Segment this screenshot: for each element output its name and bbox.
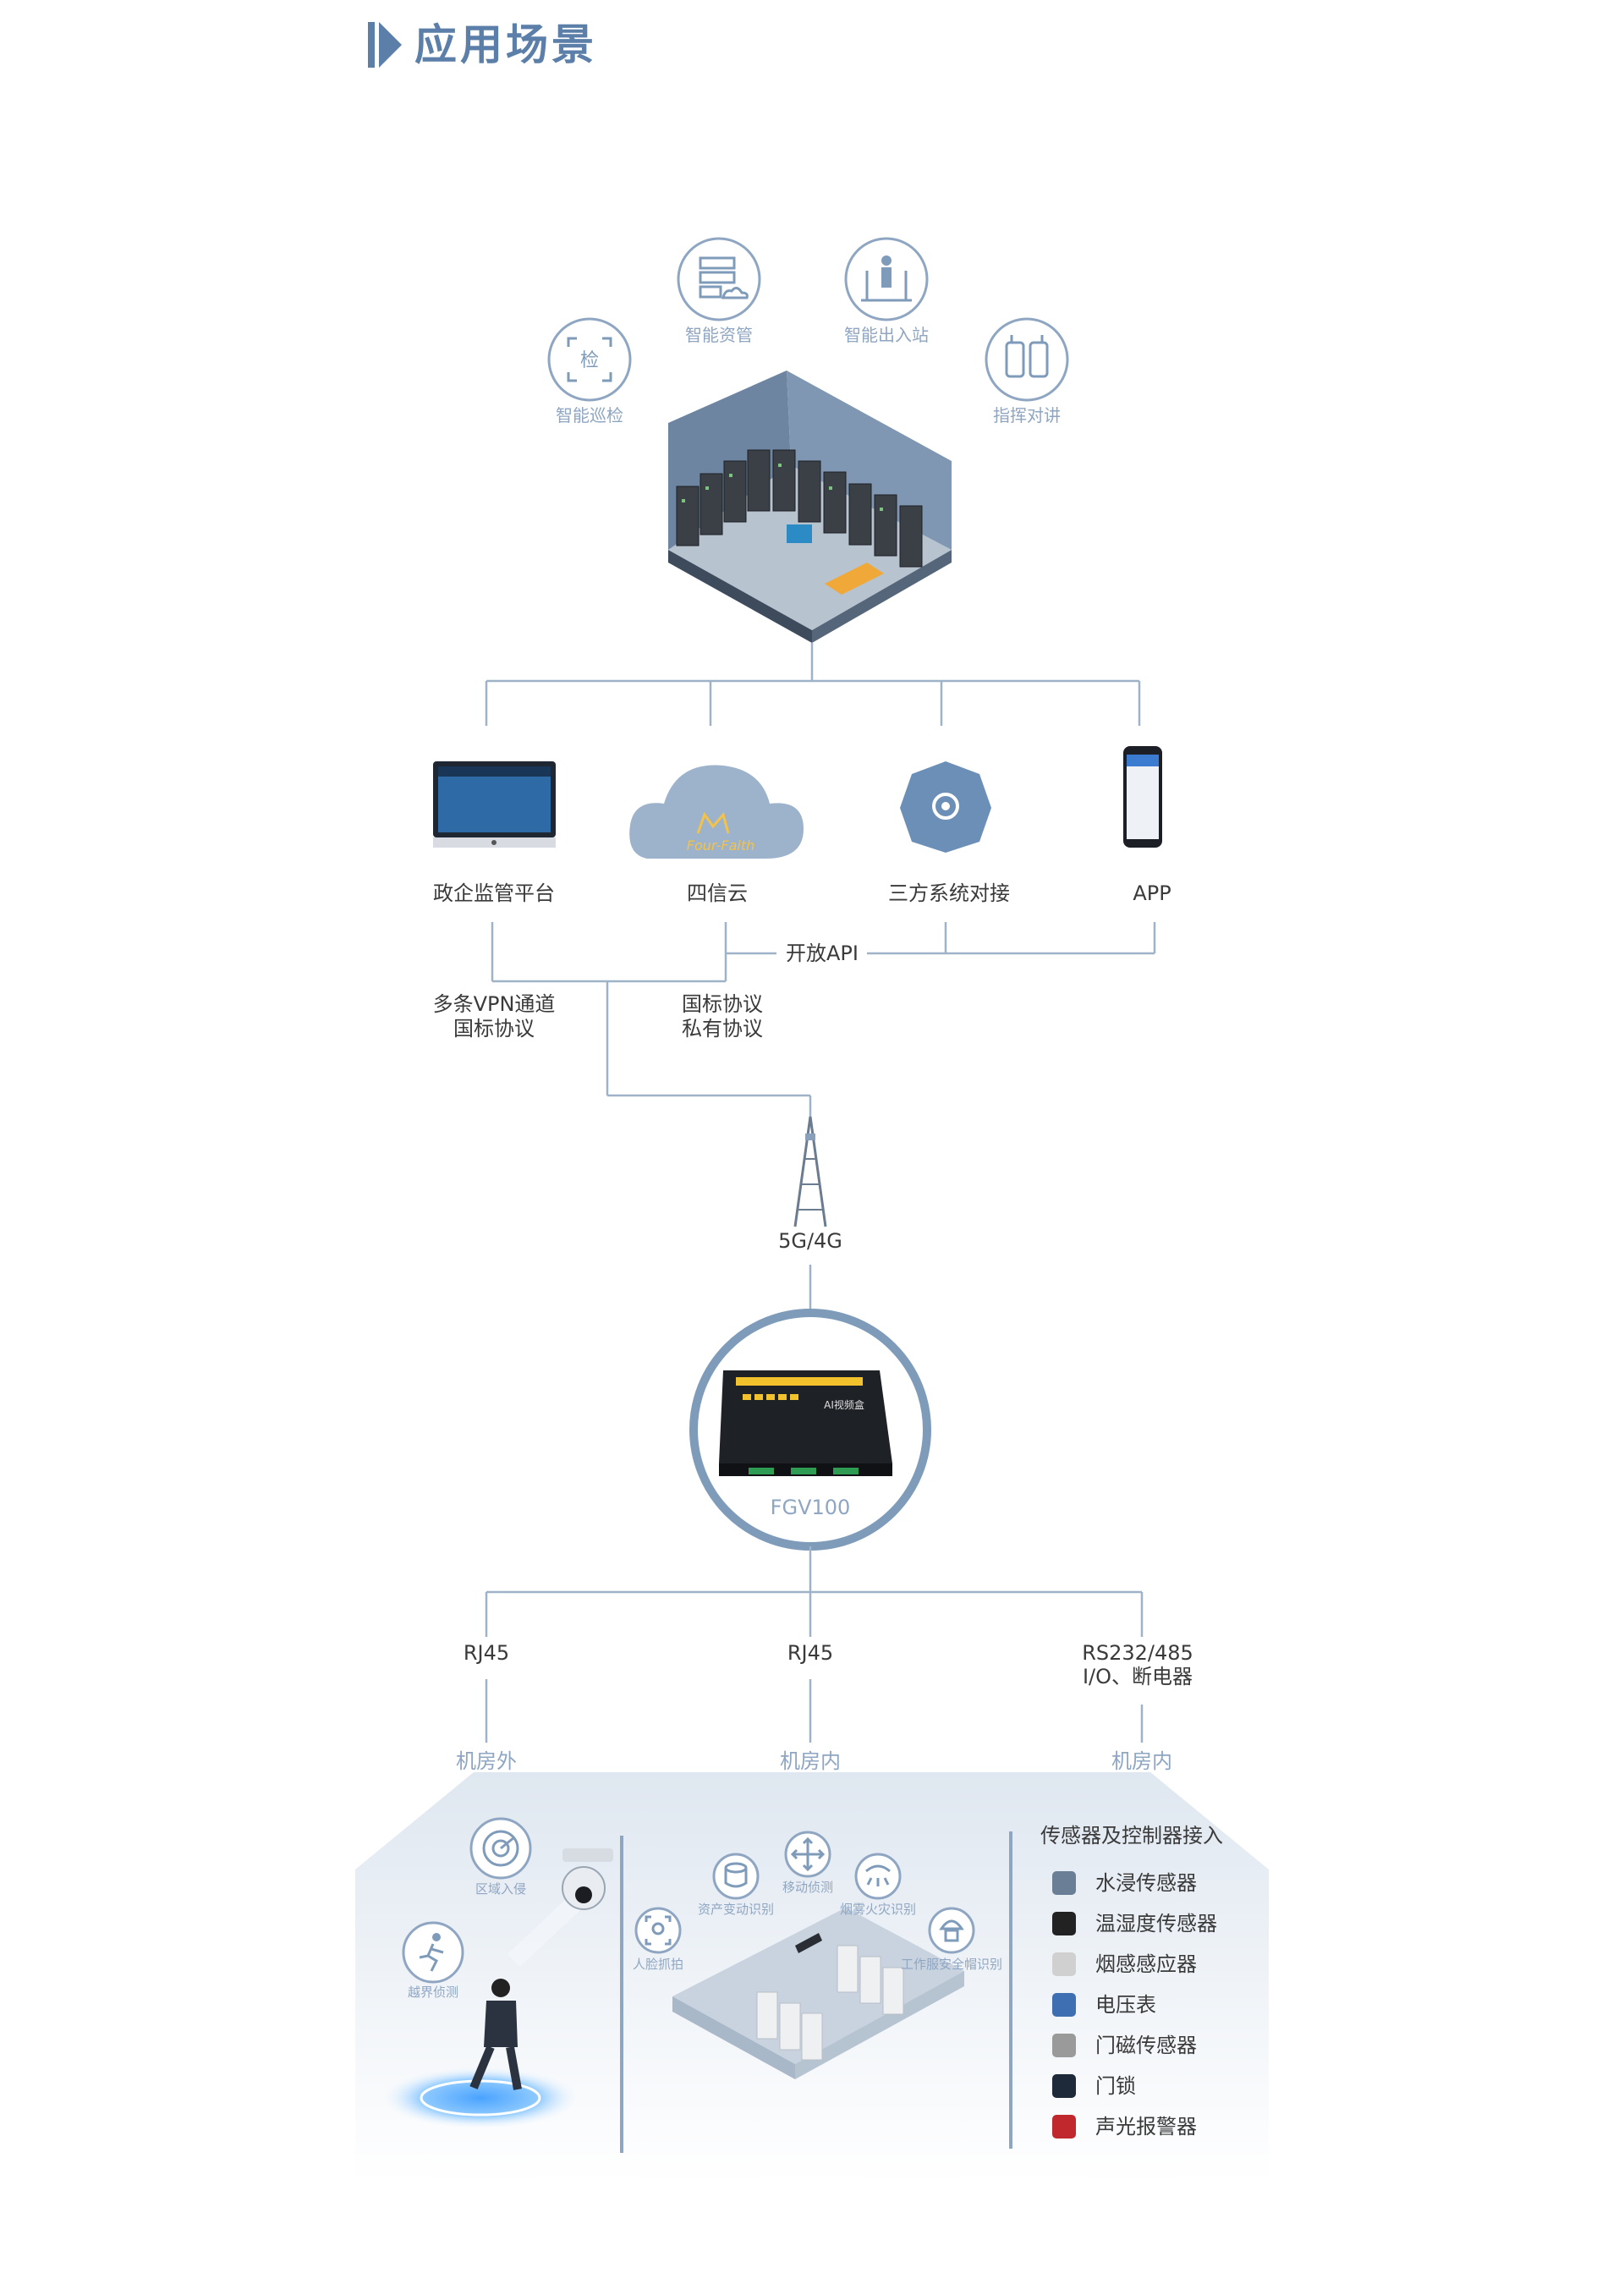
device-fgv100: AI视频盒 FGV100 bbox=[689, 1309, 931, 1551]
feature-label: 越界侦测 bbox=[408, 1985, 458, 2000]
service-xunjian: 检 智能巡检 bbox=[547, 317, 632, 426]
platform-monitor: 政企监管平台 bbox=[433, 761, 556, 905]
face-icon bbox=[634, 1907, 682, 1954]
sensor-icon bbox=[1052, 1993, 1076, 2017]
page-title: 应用场景 bbox=[414, 20, 597, 69]
room-camera-icon bbox=[795, 1933, 822, 1953]
server-cloud-icon bbox=[677, 237, 761, 321]
sensor-label: 门锁 bbox=[1095, 2074, 1136, 2098]
service-label: 智能资管 bbox=[685, 325, 753, 345]
sensor-label: 声光报警器 bbox=[1095, 2115, 1197, 2139]
header-bar-icon bbox=[368, 22, 375, 68]
service-label: 智能巡检 bbox=[556, 405, 623, 426]
sensor-icon bbox=[1052, 2034, 1076, 2057]
connection-label-2: I/O、断电器 bbox=[1083, 1665, 1193, 1688]
connection-label: RJ45 bbox=[787, 1641, 833, 1665]
sensor-icon bbox=[1052, 1871, 1076, 1895]
feature-label: 烟雾火灾识别 bbox=[840, 1902, 916, 1917]
sensor-item: 烟感感应器 bbox=[1052, 1952, 1197, 1976]
database-icon bbox=[712, 1853, 760, 1900]
sensor-label: 烟感感应器 bbox=[1095, 1952, 1197, 1976]
cloud-icon bbox=[629, 765, 804, 859]
header-arrow-icon bbox=[379, 22, 402, 68]
sensor-title: 传感器及控制器接入 bbox=[1040, 1824, 1223, 1848]
feature-label: 区域入侵 bbox=[475, 1881, 526, 1897]
sensor-label: 温湿度传感器 bbox=[1095, 1912, 1217, 1935]
zone-label: 机房内 bbox=[780, 1749, 841, 1773]
open-api-label: 开放API bbox=[786, 942, 859, 965]
vpn-label-1: 多条VPN通道 bbox=[433, 992, 556, 1016]
cloud-logo: Four-Faith bbox=[687, 837, 754, 854]
bottom-bus bbox=[485, 1546, 1144, 1743]
service-zhizhi: 智能资管 bbox=[677, 237, 761, 345]
sensor-panel: 传感器及控制器接入 水浸传感器温湿度传感器烟感感应器电压表门磁传感器门锁声光报警… bbox=[1040, 1824, 1223, 2139]
protocol-label-1: 国标协议 bbox=[682, 992, 763, 1016]
zone-label: 机房外 bbox=[456, 1749, 517, 1773]
sensor-label: 门磁传感器 bbox=[1095, 2034, 1197, 2057]
sensor-icon bbox=[1052, 2115, 1076, 2139]
service-label: 指挥对讲 bbox=[993, 405, 1061, 426]
platform-label: 四信云 bbox=[687, 881, 748, 905]
sensor-item: 声光报警器 bbox=[1052, 2115, 1197, 2139]
walkie-talkie-icon bbox=[985, 317, 1069, 402]
feature-label: 工作服安全帽识别 bbox=[901, 1957, 1002, 1972]
device-name: FGV100 bbox=[771, 1496, 851, 1519]
connection-label: RS232/485 bbox=[1082, 1641, 1193, 1665]
platform-label: 三方系统对接 bbox=[888, 881, 1010, 905]
sensor-item: 温湿度传感器 bbox=[1052, 1912, 1217, 1935]
network-label: 5G/4G bbox=[778, 1229, 842, 1253]
service-churuzhan: 智能出入站 bbox=[844, 237, 929, 345]
protocol-label-2: 私有协议 bbox=[682, 1017, 763, 1040]
sensor-item: 门磁传感器 bbox=[1052, 2034, 1197, 2057]
sensor-label: 水浸传感器 bbox=[1095, 1871, 1197, 1895]
sensor-icon bbox=[1052, 1912, 1076, 1935]
data-center-room bbox=[668, 371, 952, 643]
feature-label: 资产变动识别 bbox=[698, 1902, 774, 1917]
platform-third-party: 三方系统对接 bbox=[888, 761, 1010, 905]
smoke-icon bbox=[854, 1853, 902, 1900]
device-screen-text: AI视频盒 bbox=[824, 1398, 864, 1411]
platform-label: APP bbox=[1133, 881, 1171, 905]
sensor-icon bbox=[1052, 1952, 1076, 1976]
ptz-camera-icon bbox=[562, 1848, 613, 1862]
open-api-lines: 开放API bbox=[491, 922, 1156, 1117]
sensor-label: 电压表 bbox=[1095, 1993, 1156, 2017]
service-duijiang: 指挥对讲 bbox=[985, 317, 1069, 426]
top-bus bbox=[485, 643, 1141, 726]
platform-app: APP bbox=[1123, 746, 1171, 905]
sensor-item: 电压表 bbox=[1052, 1993, 1156, 2017]
header: 应用场景 bbox=[368, 20, 597, 69]
outside-zone: 区域入侵 越界侦测 bbox=[383, 1817, 613, 2128]
sensor-item: 门锁 bbox=[1052, 2074, 1136, 2098]
feature-label: 人脸抓拍 bbox=[633, 1957, 683, 1972]
inside-zone: 资产变动识别 移动侦测 烟雾火灾识别 人脸抓拍 工作服安全帽识别 bbox=[633, 1831, 1002, 2079]
platform-label: 政企监管平台 bbox=[433, 881, 555, 905]
feature-label: 移动侦测 bbox=[782, 1880, 833, 1895]
connection-label: RJ45 bbox=[464, 1641, 509, 1665]
cell-tower-icon bbox=[793, 1116, 827, 1227]
platform-cloud: Four-Faith 四信云 bbox=[629, 765, 804, 905]
sensor-item: 水浸传感器 bbox=[1052, 1871, 1197, 1895]
service-label: 智能出入站 bbox=[844, 325, 929, 345]
sensor-icon bbox=[1052, 2074, 1076, 2098]
svg-text:检: 检 bbox=[580, 350, 599, 371]
zone-label: 机房内 bbox=[1111, 1749, 1172, 1773]
running-person-icon bbox=[402, 1921, 464, 1984]
vpn-label-2: 国标协议 bbox=[453, 1017, 535, 1040]
